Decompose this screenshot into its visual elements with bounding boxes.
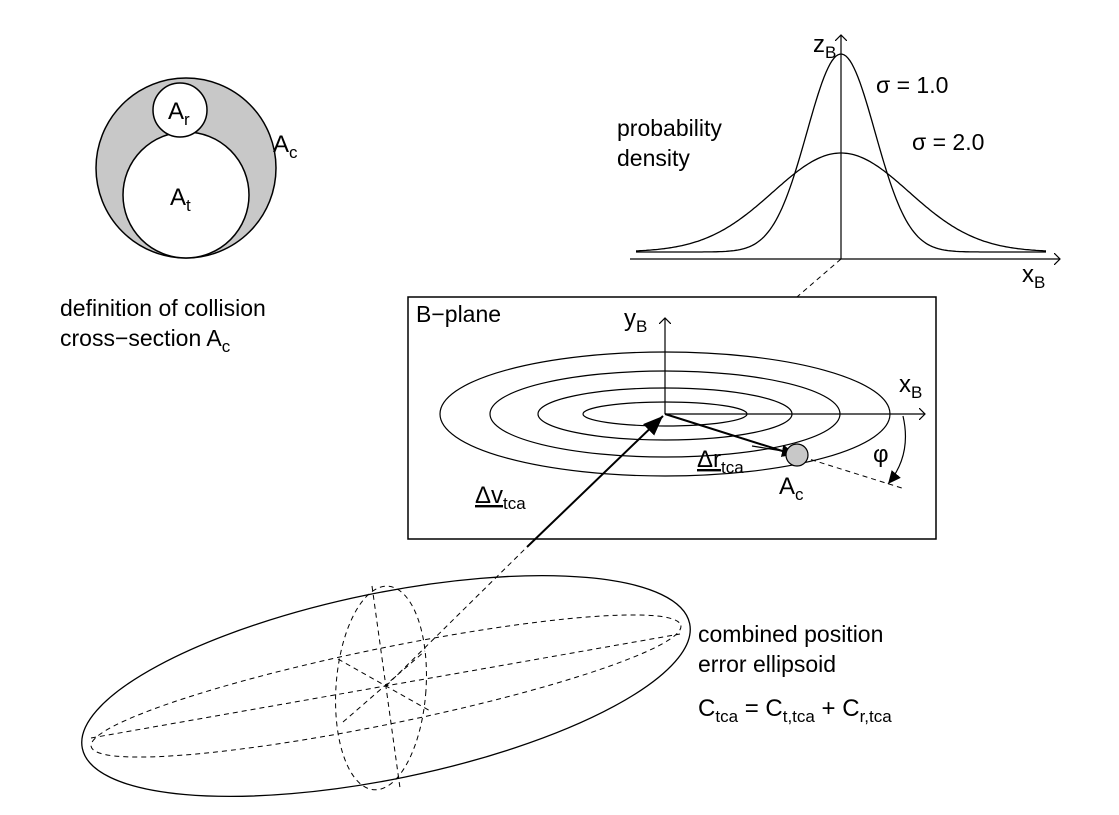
bplane-y-axis-label: yB [624,305,647,336]
bplane-panel: B−plane yB xB φ Δrtca Ac [407,296,937,540]
ellipsoid-outline [81,574,691,798]
ellipsoid-caption-line2: error ellipsoid [698,651,836,677]
density-plot: zB xB σ = 1.0 σ = 2.0 probability densit… [617,31,1060,298]
bplane-title: B−plane [416,301,501,327]
ar-label: Ar [168,98,190,129]
cross-section-caption-line1: definition of collision [60,295,266,321]
ellipsoid-inner-axis-2 [342,650,426,723]
ac-label: Ac [273,131,298,162]
bplane-ac-label: Ac [779,473,804,504]
phi-label: φ [873,441,889,468]
cross-section-figure: Ar At Ac definition of collision cross−s… [60,77,298,356]
density-title-line1: probability [617,115,722,141]
sigma-2-label: σ = 2.0 [912,129,984,155]
sigma-1-label: σ = 1.0 [876,72,948,98]
gaussian-curve-sigma-1 [636,53,1046,253]
density-z-axis-label: zB [813,31,836,62]
ellipsoid-long-section [90,614,682,758]
gaussian-curve-sigma-2 [636,152,1046,252]
delta-v-tca-label: Δvtca [475,482,526,513]
collision-object-ac [785,443,809,467]
phi-reference-line [664,413,906,490]
ellipsoid-cross-section [335,585,427,791]
bplane-frame [407,296,937,540]
cross-section-caption-line2: cross−section Ac [60,325,231,356]
error-ellipsoid: combined position error ellipsoid Ctca =… [81,574,892,798]
ellipsoid-caption-line1: combined position [698,621,883,647]
covariance-equation: Ctca = Ct,tca + Cr,tca [698,695,892,726]
ellipsoid-minor-axis [371,585,401,789]
delta-r-tca-label: Δrtca [697,446,744,477]
at-label: At [170,184,191,215]
delta-r-tca-vector [664,413,796,457]
phi-angle-arc [887,415,906,485]
bplane-x-axis-label: xB [899,371,922,402]
density-title-line2: density [617,145,690,171]
risk-object-cross-section-ar [152,82,208,138]
density-x-axis-label: xB [1022,261,1045,292]
delta-v-tca-dashed-extension [385,546,528,687]
delta-v-tca-vector [526,415,664,548]
plot-to-bplane-connector [796,258,842,298]
